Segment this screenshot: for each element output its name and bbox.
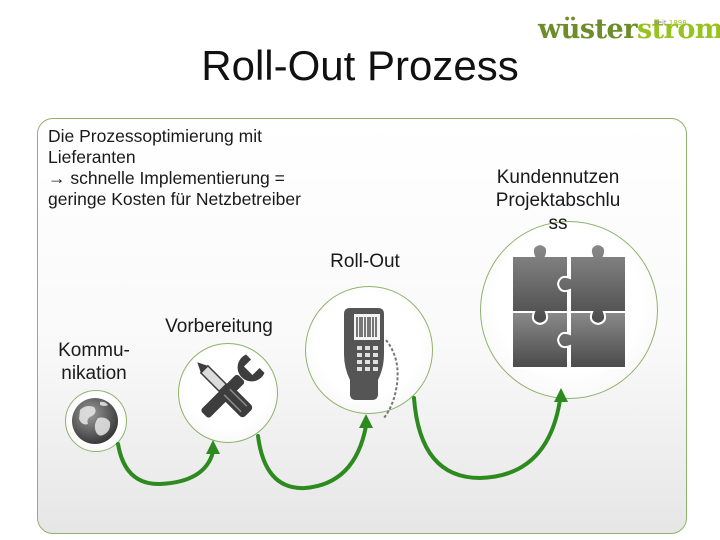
flow-arrow-2 bbox=[256, 424, 368, 491]
intro-line-2: Lieferanten bbox=[48, 147, 136, 167]
arrow-right-icon: → bbox=[48, 168, 66, 188]
flow-arrow-1 bbox=[116, 442, 215, 487]
intro-line-3: → schnelle Implementierung = bbox=[48, 168, 285, 188]
flow-arrows bbox=[116, 396, 562, 491]
intro-line-1: Die Prozessoptimierung mit bbox=[48, 126, 262, 146]
label-kundennutzen: Kundennutzen Projektabschlu ss bbox=[495, 167, 621, 234]
label-rollout: Roll-Out bbox=[330, 251, 400, 272]
tools-icon bbox=[197, 354, 265, 418]
logo-wordmark: wüsterstrom bbox=[538, 14, 720, 45]
flow-arrow-3 bbox=[412, 396, 562, 481]
flow-arrowhead-2 bbox=[359, 414, 373, 428]
arrow-heads bbox=[206, 388, 568, 454]
label-kommunikation: Kommu- nikation bbox=[58, 340, 130, 384]
puzzle-icon bbox=[511, 242, 627, 369]
flow-arrowhead-1 bbox=[206, 440, 220, 454]
intro-text: Die Prozessoptimierung mit Lieferanten →… bbox=[48, 126, 378, 210]
wuesterstrom-logo: wüsterstrom seit 1898 bbox=[538, 14, 720, 54]
barcode-scanner-icon bbox=[344, 308, 399, 419]
label-vorbereitung: Vorbereitung bbox=[165, 316, 273, 337]
flow-arrowhead-3 bbox=[554, 388, 568, 402]
page-title: Roll-Out Prozess bbox=[201, 42, 519, 89]
intro-line-4: geringe Kosten für Netzbetreiber bbox=[48, 189, 301, 209]
globe-icon bbox=[72, 398, 118, 444]
logo-since: seit 1898 bbox=[654, 19, 687, 27]
